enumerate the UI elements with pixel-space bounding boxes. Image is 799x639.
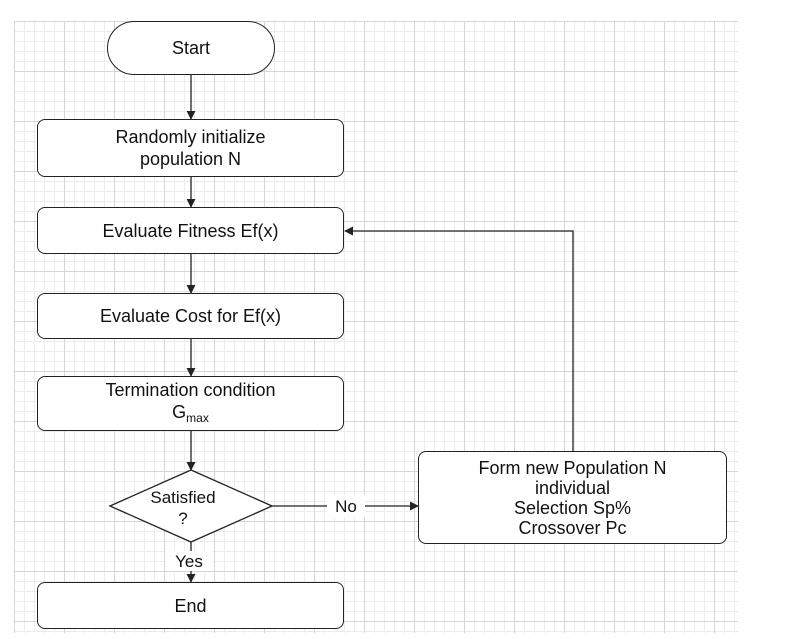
start-label: Start — [171, 38, 210, 58]
yes-label: Yes — [175, 552, 203, 571]
init-label-line2: population N — [139, 149, 242, 169]
end-node: End — [37, 582, 344, 629]
gmax-symbol: G — [172, 401, 187, 422]
initialize-population-node: Randomly initialize population N — [37, 119, 344, 177]
no-label: No — [335, 497, 357, 516]
end-label: End — [174, 595, 207, 616]
termination-condition-node: Termination condition Gmax — [37, 376, 344, 431]
init-label-line1: Randomly initialize — [115, 127, 266, 147]
evaluate-cost-node: Evaluate Cost for Ef(x) — [37, 293, 344, 339]
evaluate-fitness-node: Evaluate Fitness Ef(x) — [37, 207, 344, 254]
no-label-background — [327, 495, 365, 517]
new-population-line2: individual — [534, 477, 611, 498]
decision-diamond — [108, 469, 274, 543]
arrow-loop-back-to-fitness — [344, 226, 574, 451]
decision-label-line1: Satisfied — [150, 488, 215, 507]
gmax-label: Gmax — [105, 401, 275, 429]
new-population-line4: Crossover Pc — [518, 517, 627, 538]
yes-label-background — [166, 551, 212, 571]
termination-label: Termination condition — [105, 379, 276, 400]
new-population-line1: Form new Population N — [478, 457, 667, 478]
fitness-label: Evaluate Fitness Ef(x) — [102, 220, 279, 241]
new-population-line3: Selection Sp% — [513, 497, 632, 518]
decision-label-line2: ? — [178, 509, 187, 528]
form-new-population-node: Form new Population N individual Selecti… — [418, 451, 727, 544]
gmax-subscript: max — [186, 410, 209, 425]
cost-label: Evaluate Cost for Ef(x) — [99, 306, 282, 326]
start-node: Start — [107, 21, 275, 75]
